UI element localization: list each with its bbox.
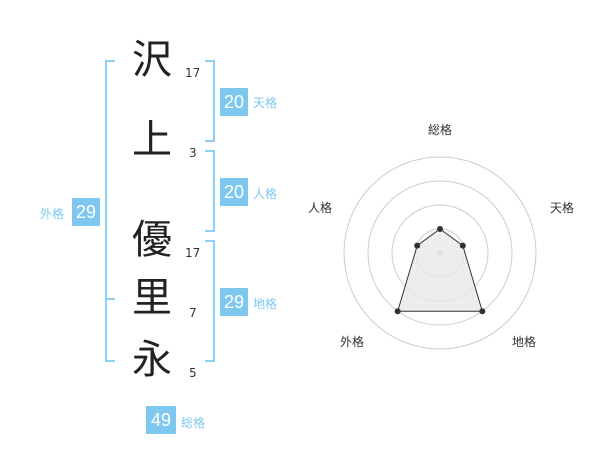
chikaku-label: 地格: [253, 297, 278, 311]
gaikaku-bracket: [105, 60, 115, 362]
radar-label-jinkaku: 人格: [307, 201, 332, 215]
radar-label-chikaku: 地格: [511, 335, 536, 349]
radar-label-tenkaku: 天格: [549, 201, 574, 215]
radar-point-gaikaku: [394, 308, 401, 315]
kanji-char-2: 上: [132, 117, 172, 163]
gaikaku-value: 29: [72, 198, 100, 226]
gaikaku-label: 外格: [40, 207, 65, 221]
chikaku-bracket: [205, 240, 215, 362]
jinkaku-label: 人格: [253, 187, 278, 201]
kanji-char-5: 永: [132, 337, 172, 383]
gaikaku-bracket-tick: [105, 298, 115, 300]
radar-point-tenkaku: [459, 242, 466, 249]
radar-point-chikaku: [479, 308, 486, 315]
kanji-char-1: 沢: [132, 37, 172, 83]
radar-point-soukaku: [437, 226, 443, 232]
fortune-radar-chart: [343, 156, 537, 350]
soukaku-value: 49: [146, 406, 176, 434]
soukaku-label: 総格: [181, 416, 206, 430]
kanji-strokes-3: 17: [185, 246, 201, 260]
radar-polygon: [397, 228, 483, 312]
kanji-strokes-5: 5: [189, 366, 197, 380]
radar-label-gaikaku: 外格: [339, 335, 364, 349]
radar-point-jinkaku: [414, 242, 421, 249]
radar-ring: [343, 156, 537, 350]
kanji-char-3: 優: [132, 217, 172, 263]
kanji-strokes-1: 17: [185, 66, 201, 80]
radar-label-soukaku: 総格: [427, 123, 452, 137]
kanji-strokes-4: 7: [189, 306, 197, 320]
tenkaku-value: 20: [220, 88, 248, 116]
jinkaku-bracket: [205, 150, 215, 232]
radar-shape: [394, 226, 486, 315]
jinkaku-value: 20: [220, 178, 248, 206]
kanji-strokes-2: 3: [189, 146, 197, 160]
radar-ring: [367, 180, 513, 326]
tenkaku-label: 天格: [253, 96, 278, 110]
tenkaku-bracket: [205, 60, 215, 142]
kanji-char-4: 里: [132, 275, 172, 321]
chikaku-value: 29: [220, 288, 248, 316]
